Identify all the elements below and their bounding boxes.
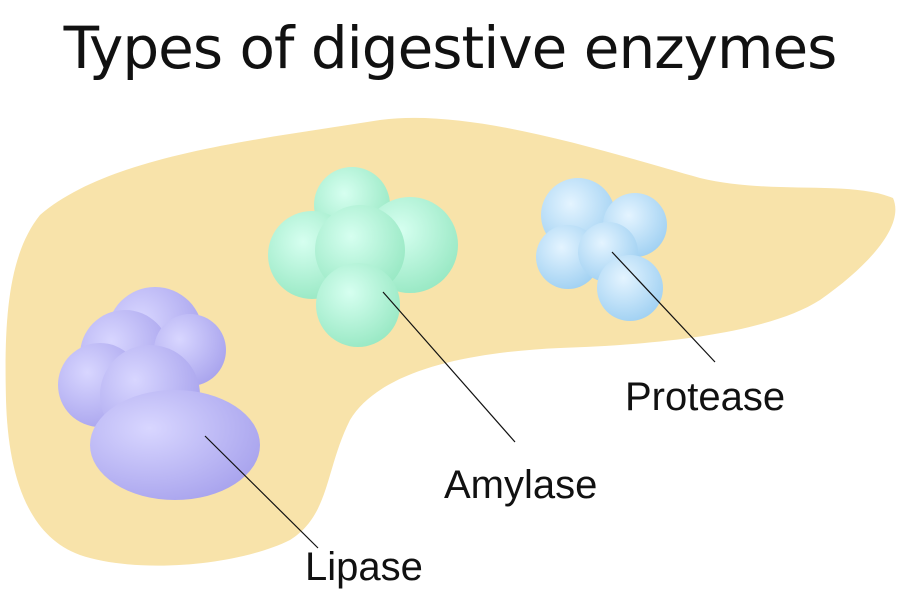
amylase-molecule [268,167,458,347]
protease-molecule [536,178,667,321]
lipase-label: Lipase [305,545,423,589]
amylase-leader-line [382,291,516,443]
lipase-leader-line [204,435,319,549]
protease-label: Protease [625,375,785,419]
lipase-molecule [58,287,260,500]
amylase-label: Amylase [444,463,597,507]
diagram-title: Types of digestive enzymes [63,14,838,82]
protease-leader-line [611,251,716,363]
